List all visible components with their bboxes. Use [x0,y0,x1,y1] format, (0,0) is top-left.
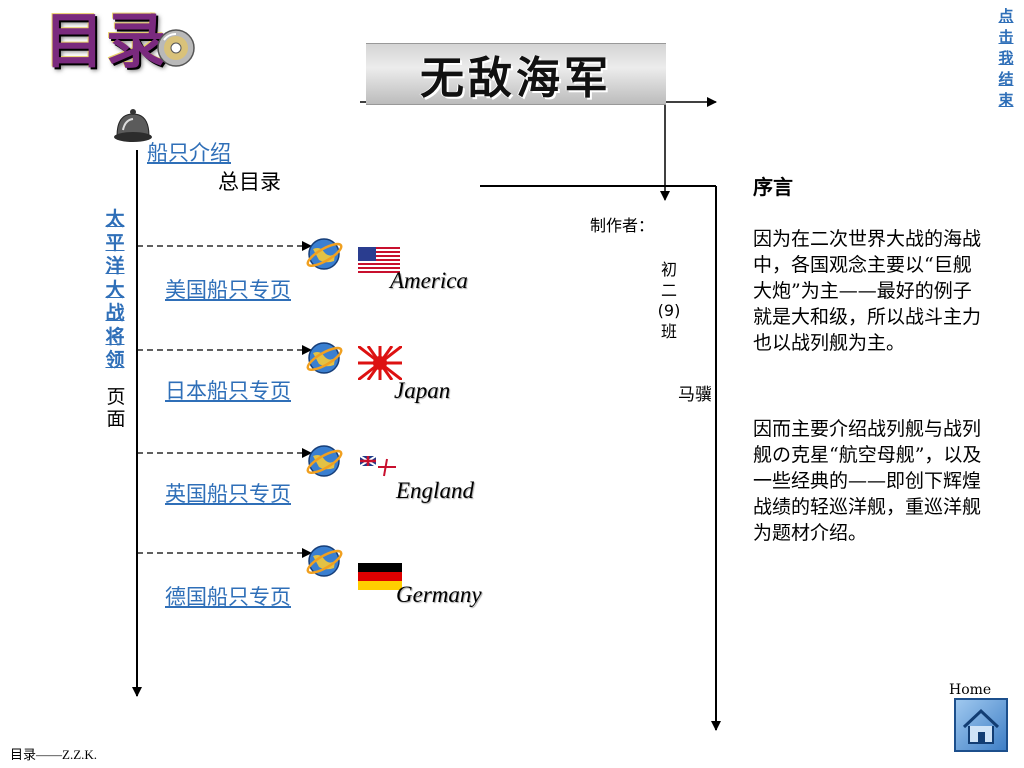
maker-label: 制作者： [590,216,655,235]
england-label: England [396,478,474,503]
cd-icon [157,29,195,67]
globe-icon [306,342,343,374]
japan-ships-link[interactable]: 日本船只专页 [165,379,291,403]
footer-text: 目录——Z.Z.K. [10,747,98,762]
banner-title: 无敌海军 [366,43,666,105]
home-icon [962,708,1000,744]
main-directory-label: 总目录 [218,170,281,194]
globe-icon [306,445,343,477]
ship-intro-link[interactable]: 船只介绍 [147,141,231,165]
class-name: 初二(9)班 [657,260,681,341]
england-ships-link[interactable]: 英国船只专页 [165,482,291,506]
germany-label: Germany [396,582,482,607]
home-label: Home [949,682,992,698]
us-flag-icon [358,247,400,273]
author-name: 马骥 [678,385,712,405]
bell-icon[interactable] [111,106,155,146]
pacific-page-suffix: 页面 [106,386,126,430]
end-link[interactable]: 点击我结束 [998,7,1014,109]
japan-flag-icon [358,346,402,380]
pacific-generals-link[interactable]: 太平洋大战将领 [105,208,125,371]
japan-label: Japan [394,378,451,403]
globe-icon [306,545,343,577]
america-ships-link[interactable]: 美国船只专页 [165,278,291,302]
america-label: America [390,268,468,293]
germany-ships-link[interactable]: 德国船只专页 [165,585,291,609]
preface-paragraph-2: 因而主要介绍战列舰与战列舰の克星“航空母舰”，以及一些经典的——即创下辉煌战绩的… [753,418,982,544]
globe-icon [306,238,343,270]
home-button[interactable] [954,698,1008,752]
germany-flag-icon [358,563,402,590]
page-title: 目录 [44,7,168,77]
uk-flag-icon [360,456,398,478]
preface-paragraph-1: 因为在二次世界大战的海战中，各国观念主要以“巨舰大炮”为主——最好的例子就是大和… [753,228,982,354]
preface-title: 序言 [753,175,793,199]
